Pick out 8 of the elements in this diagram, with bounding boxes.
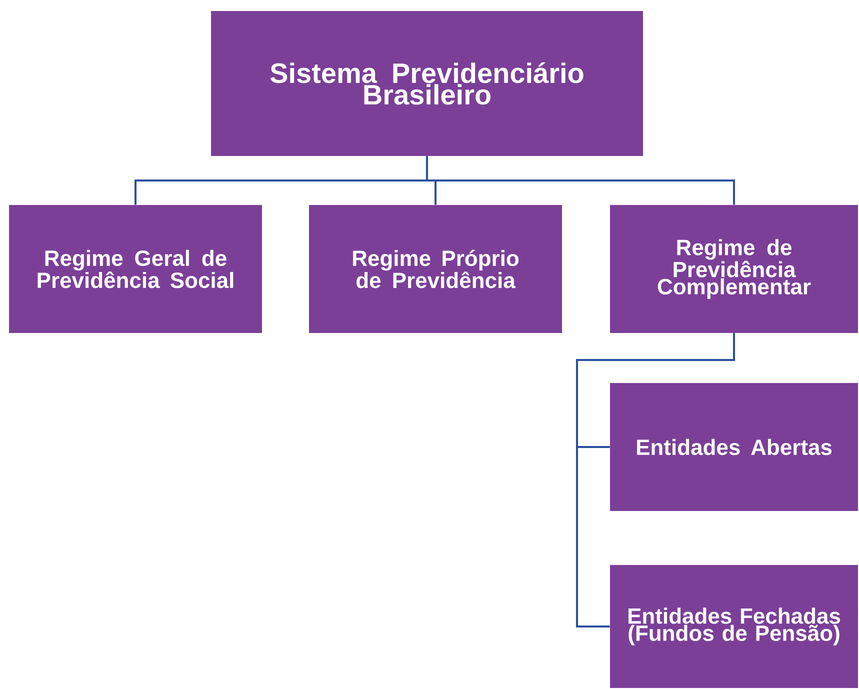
box: Entidades Fechadas (Fundos de Pensão)	[610, 565, 858, 688]
box: Sistema Previdenciário Brasileiro	[211, 11, 643, 156]
box: Regime de Previdência Complementar	[610, 205, 858, 333]
connector	[426, 156, 735, 205]
connector	[576, 333, 735, 628]
box: Regime Próprio de Previdência	[309, 205, 562, 333]
box: Regime Geral de Previdência Social	[9, 205, 262, 333]
box: Entidades Abertas	[610, 383, 858, 511]
